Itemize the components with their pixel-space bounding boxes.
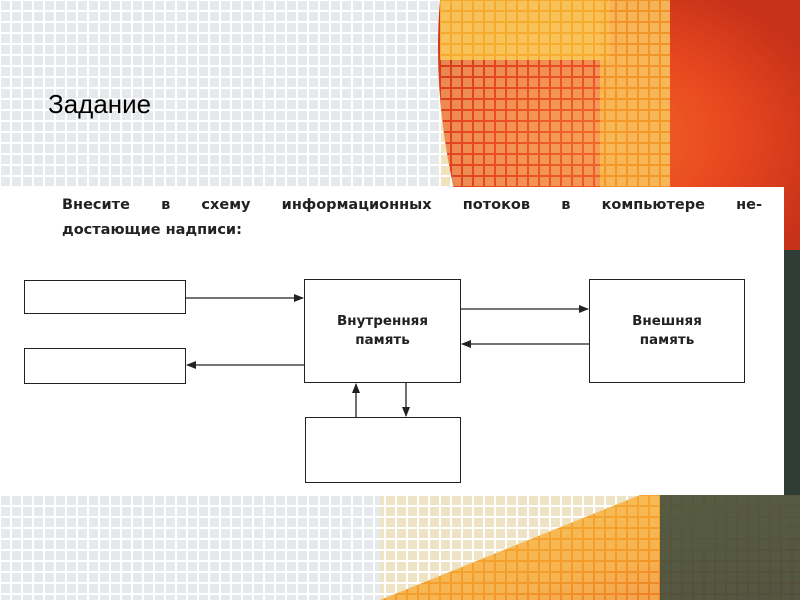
warm-tiles-top [440,0,670,200]
dark-bottom-right [660,495,800,600]
external-memory-box: Внешняя память [589,279,745,383]
blank-box-bottom[interactable] [305,417,461,483]
task-line-1: Внесите в схему информационных потоков в… [62,197,762,213]
blank-box-mid-left[interactable] [24,348,186,384]
internal-memory-box: Внутренняя память [304,279,461,383]
blank-box-top-left[interactable] [24,280,186,314]
task-line-2: достающие надписи: [62,222,242,238]
task-text: Внесите в схему информационных потоков в… [62,193,762,243]
slide-title: Задание [48,89,152,119]
